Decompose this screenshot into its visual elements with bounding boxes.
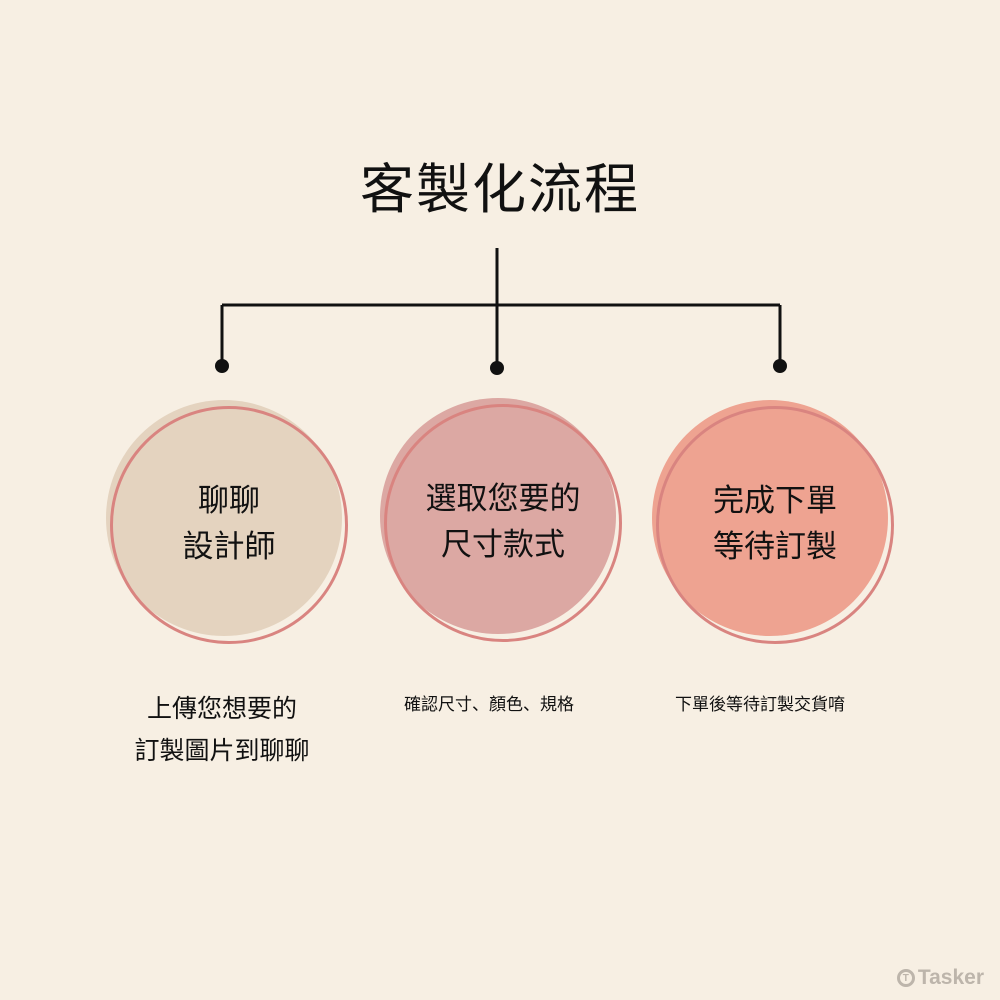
- step-1-desc-line-2: 訂製圖片到聊聊: [134, 736, 310, 765]
- step-1-description: 上傳您想要的 訂製圖片到聊聊: [72, 688, 372, 772]
- logo-icon: T: [896, 969, 915, 987]
- tasker-logo: T Tasker: [896, 966, 984, 990]
- dot-1: [215, 359, 229, 373]
- logo-text: Tasker: [917, 966, 984, 989]
- step-2-line-1: 選取您要的: [425, 481, 581, 517]
- step-3-description: 下單後等待訂製交貨唷: [675, 695, 845, 715]
- step-1-line-1: 聊聊: [198, 483, 260, 519]
- step-circle-1: 聊聊 設計師: [106, 400, 348, 644]
- step-1-desc-line-1: 上傳您想要的: [146, 694, 297, 723]
- step-circle-3: 完成下單 等待訂製: [652, 400, 894, 644]
- step-3-line-1: 完成下單: [713, 483, 837, 519]
- step-2-description: 確認尺寸、顏色、規格: [404, 695, 574, 715]
- step-circle-2: 選取您要的 尺寸款式: [380, 398, 622, 642]
- step-1-line-2: 設計師: [182, 529, 276, 565]
- dot-3: [773, 359, 787, 373]
- page-title: 客製化流程: [360, 158, 640, 221]
- step-2-line-2: 尺寸款式: [441, 527, 565, 563]
- dot-2: [490, 361, 504, 375]
- step-3-line-2: 等待訂製: [713, 529, 837, 565]
